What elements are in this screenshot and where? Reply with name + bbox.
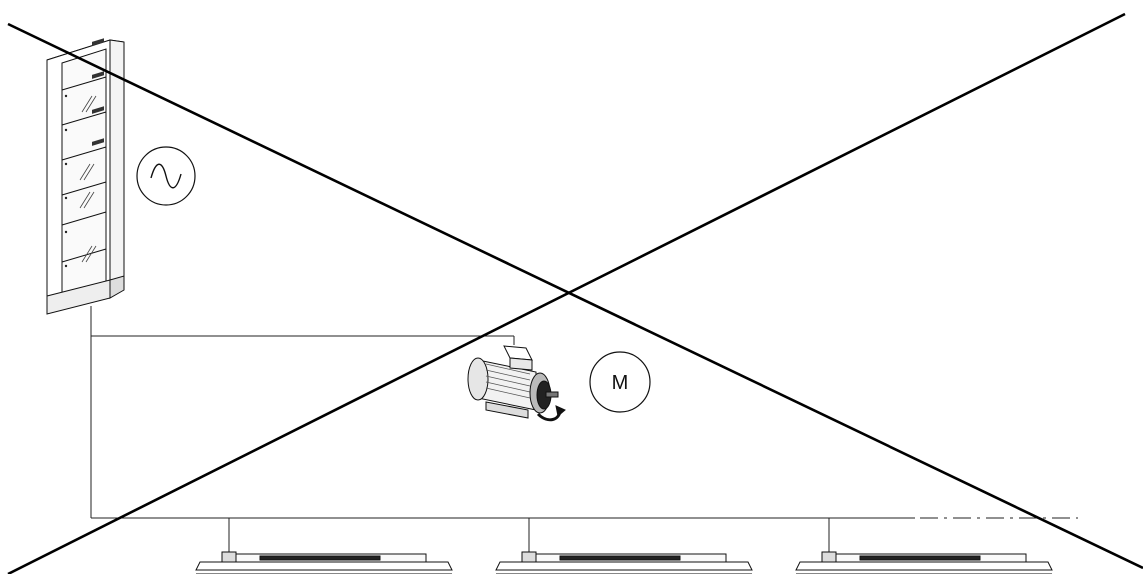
switchgear-cabinet-icon <box>46 38 125 315</box>
machine-unit-3 <box>795 551 1053 574</box>
motor-symbol: M <box>589 351 651 413</box>
machine-unit-1 <box>195 551 453 574</box>
ac-source-symbol <box>136 146 196 206</box>
wiring <box>90 306 1078 554</box>
machine-unit-icon <box>195 551 1053 574</box>
cross-out-mark <box>7 12 1143 574</box>
machine-unit-2 <box>495 551 753 574</box>
electric-motor-icon <box>467 345 566 422</box>
motor-symbol-label: M <box>612 372 629 394</box>
